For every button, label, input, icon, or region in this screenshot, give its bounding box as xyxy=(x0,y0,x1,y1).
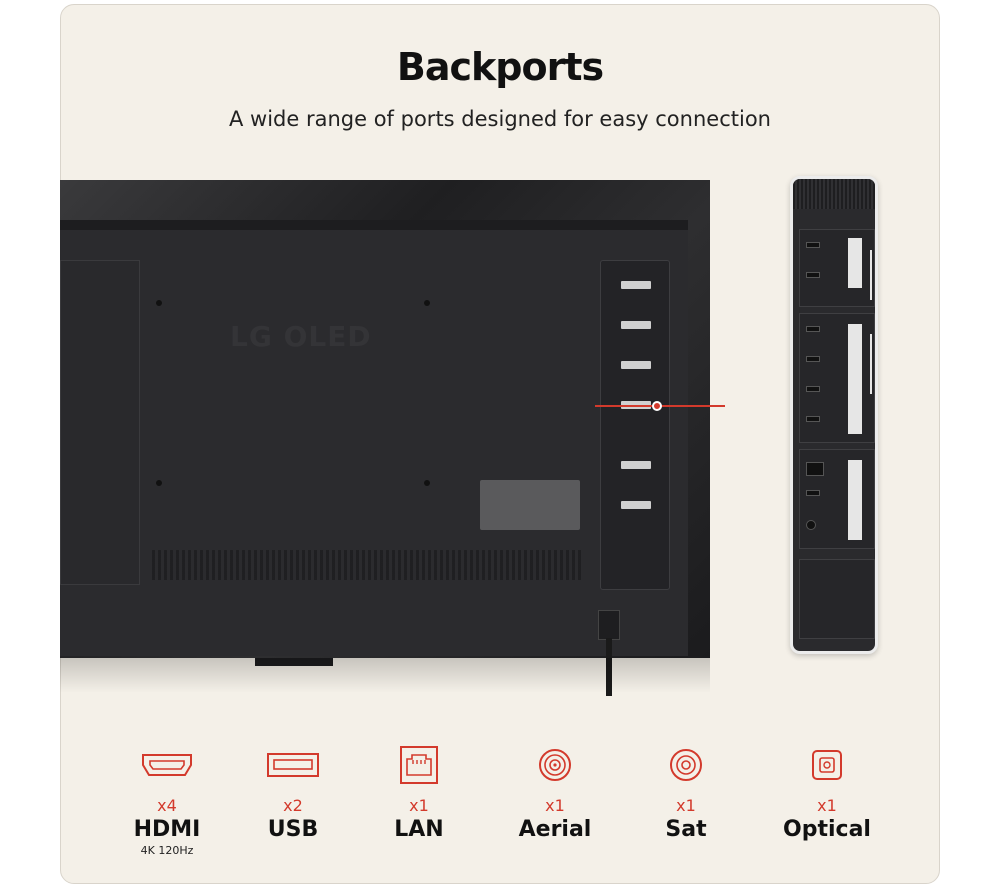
stand-bar xyxy=(255,658,333,666)
sat-icon xyxy=(616,742,756,788)
callout-dot xyxy=(652,401,662,411)
page-title: Backports xyxy=(396,45,604,89)
port-item-lan: x1 LAN xyxy=(349,742,489,842)
spec-sticker xyxy=(480,480,580,530)
tv-logo: LG OLED xyxy=(230,320,372,353)
tv-rear-image: LG OLED xyxy=(60,180,710,700)
mount-screw xyxy=(424,480,430,486)
usb-icon xyxy=(223,742,363,788)
optical-icon xyxy=(757,742,897,788)
ports-list: x4 HDMI 4K 120Hz x2 USB x1 LAN xyxy=(60,742,940,872)
mount-screw xyxy=(156,480,162,486)
port-item-aerial: x1 Aerial xyxy=(485,742,625,842)
hdmi-icon xyxy=(97,742,237,788)
port-bay xyxy=(600,260,670,590)
port-item-optical: x1 Optical xyxy=(757,742,897,842)
speaker-grille xyxy=(152,550,582,580)
mount-screw xyxy=(156,300,162,306)
mount-screw xyxy=(424,300,430,306)
aerial-icon xyxy=(485,742,625,788)
page-subtitle: A wide range of ports designed for easy … xyxy=(229,107,771,131)
power-cable xyxy=(598,610,620,696)
port-item-hdmi: x4 HDMI 4K 120Hz xyxy=(97,742,237,857)
port-item-sat: x1 Sat xyxy=(616,742,756,842)
tv-side-panel xyxy=(60,260,140,585)
tv-back-panel: LG OLED xyxy=(60,220,688,656)
lan-icon xyxy=(349,742,489,788)
port-zoom-detail xyxy=(790,176,878,654)
port-item-usb: x2 USB xyxy=(223,742,363,842)
